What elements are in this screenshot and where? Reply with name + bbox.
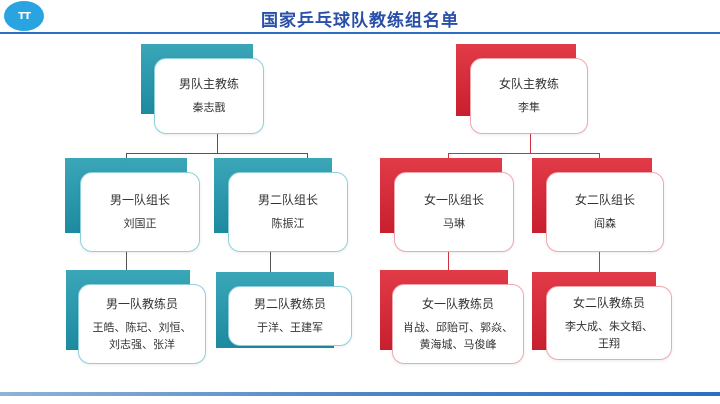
connector — [448, 153, 600, 154]
men-team1-coaches-card: 男一队教练员 王皓、陈玘、刘恒、 刘志强、张洋 — [78, 284, 206, 364]
card-name: 秦志戬 — [192, 101, 226, 114]
card-title: 男二队组长 — [257, 193, 318, 207]
card-name: 李隼 — [518, 101, 540, 114]
card-name: 刘国正 — [123, 217, 157, 230]
card-names-line1: 王皓、陈玘、刘恒、 — [92, 320, 192, 334]
card-names-line1: 于洋、王建军 — [257, 321, 323, 334]
women-team2-leader-card: 女二队组长 阎森 — [546, 172, 664, 252]
women-team1-coaches-card: 女一队教练员 肖战、邱贻可、郭焱、 黄海城、马俊峰 — [392, 284, 524, 364]
card-title: 女二队教练员 — [572, 295, 645, 310]
card-names-line2: 王翔 — [598, 336, 620, 350]
card-name: 阎森 — [594, 217, 616, 230]
connector — [126, 153, 308, 154]
card-names-line2: 刘志强、张洋 — [109, 337, 175, 351]
footer-divider — [0, 392, 720, 396]
connector — [599, 248, 600, 276]
card-title: 男队主教练 — [178, 77, 239, 91]
page-title: 国家乒乓球队教练组名单 — [261, 11, 459, 31]
card-title: 女一队教练员 — [421, 296, 494, 311]
connector — [448, 248, 449, 276]
men-team2-coaches-card: 男二队教练员 于洋、王建军 — [228, 286, 352, 346]
card-title: 男二队教练员 — [253, 297, 326, 311]
men-head-coach-card: 男队主教练 秦志戬 — [154, 58, 264, 134]
women-team1-leader-card: 女一队组长 马琳 — [394, 172, 514, 252]
card-name: 马琳 — [443, 217, 465, 230]
card-name: 陈振江 — [271, 217, 305, 230]
connector — [270, 248, 271, 276]
card-names-line1: 肖战、邱贻可、郭焱、 — [403, 320, 513, 334]
connector — [530, 134, 531, 154]
men-team2-leader-card: 男二队组长 陈振江 — [228, 172, 348, 252]
card-names-line2: 黄海城、马俊峰 — [419, 337, 497, 351]
card-title: 女队主教练 — [498, 77, 559, 91]
women-team2-coaches-card: 女二队教练员 李大成、朱文韬、 王翔 — [546, 286, 672, 360]
women-head-coach-card: 女队主教练 李隼 — [470, 58, 588, 134]
connector — [126, 248, 127, 276]
card-title: 男一队教练员 — [105, 296, 178, 311]
men-team1-leader-card: 男一队组长 刘国正 — [80, 172, 200, 252]
logo-icon: TT — [4, 1, 44, 31]
card-title: 女一队组长 — [423, 193, 484, 207]
card-title: 男一队组长 — [109, 193, 170, 207]
card-title: 女二队组长 — [574, 193, 635, 207]
connector — [217, 134, 218, 154]
card-names-line1: 李大成、朱文韬、 — [565, 319, 653, 333]
header-divider — [0, 32, 720, 34]
